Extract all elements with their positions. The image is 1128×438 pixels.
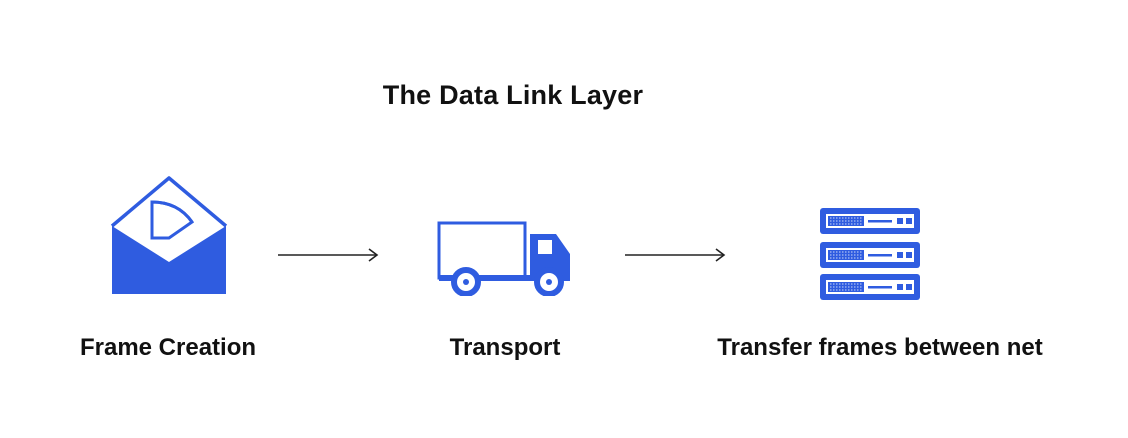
diagram-title: The Data Link Layer — [382, 80, 644, 110]
server-stack-icon — [820, 208, 920, 300]
arrow-right-icon — [278, 248, 379, 262]
envelope-icon — [110, 176, 228, 294]
truck-icon — [437, 221, 570, 296]
step-label-frame-creation: Frame Creation — [79, 334, 257, 361]
step-label-transport: Transport — [449, 334, 561, 361]
arrow-right-icon — [625, 248, 726, 262]
step-label-transfer-frames: Transfer frames between net — [717, 334, 1043, 361]
